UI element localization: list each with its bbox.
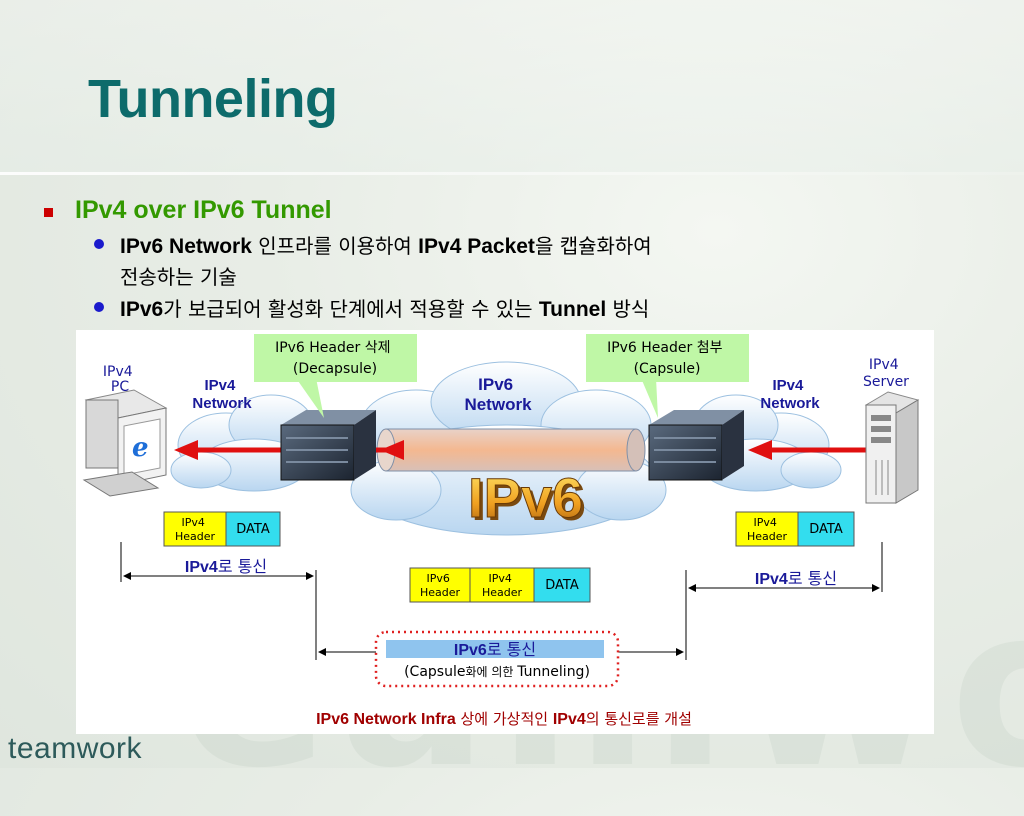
left-comm-label: IPv4로 통신 bbox=[185, 557, 267, 576]
left-host-label: IPv4 PC bbox=[103, 364, 137, 395]
bullet-item-1-text: IPv6 Network 인프라를 이용하여 IPv4 Packet을 캡슐화하… bbox=[120, 230, 652, 259]
svg-text:IPv4 Header: IPv4 Header bbox=[175, 516, 216, 543]
left-pkt-header-line2: Header bbox=[175, 530, 216, 543]
right-host-line2: Server bbox=[863, 374, 909, 390]
right-ipv4-packet: IPv4 Header DATA bbox=[735, 511, 855, 547]
svg-text:IPv4 Header: IPv4 Header bbox=[747, 516, 788, 543]
center-comm-bold: IPv6 bbox=[454, 642, 487, 659]
caption-bold-b: IPv4 bbox=[553, 711, 586, 728]
left-pkt-data: DATA bbox=[236, 522, 270, 537]
capsule-callout: IPv6 Header 첨부 (Capsule) bbox=[586, 334, 749, 418]
left-pkt-header-line1: IPv4 bbox=[182, 516, 205, 529]
title-band bbox=[0, 0, 1024, 172]
svg-text:IPv6 Header 첨부 (Capsule): IPv6 Header 첨부 (Capsule) bbox=[607, 340, 727, 377]
center-comm-sub-a: (Capsule bbox=[404, 664, 465, 680]
right-router bbox=[648, 410, 744, 481]
left-net-line2: Network bbox=[192, 395, 252, 412]
bullet-item-2-bold-b: Tunnel bbox=[538, 298, 607, 321]
center-pkt-ipv4-line1: IPv4 bbox=[489, 572, 512, 585]
right-pkt-header-line1: IPv4 bbox=[754, 516, 777, 529]
teamwork-logo: teamwork bbox=[8, 732, 143, 765]
right-comm-label: IPv4로 통신 bbox=[755, 569, 837, 588]
center-pkt-ipv6-line2: Header bbox=[420, 586, 461, 599]
slide-title: Tunneling bbox=[88, 69, 338, 129]
center-ipv6-packet: IPv6 Header IPv4 Header DATA bbox=[409, 567, 591, 603]
right-host-line1: IPv4 bbox=[869, 357, 899, 373]
center-comm-label: IPv6로 통신 bbox=[454, 640, 536, 659]
center-comm-sub-b: 화에 의한 bbox=[465, 665, 517, 679]
round-bullet-icon bbox=[94, 302, 104, 312]
decapsule-line1: IPv6 Header 삭제 bbox=[275, 340, 390, 356]
left-net-label: IPv4 Network bbox=[192, 377, 252, 412]
pc-icon: e bbox=[82, 389, 168, 497]
left-comm-text: 로 통신 bbox=[218, 557, 267, 576]
bullet-item-1-text-c: 전송하는 기술 bbox=[120, 265, 237, 289]
decapsule-callout: IPv6 Header 삭제 (Decapsule) bbox=[254, 334, 417, 418]
svg-text:IPv4 Header: IPv4 Header bbox=[482, 572, 523, 599]
caption-bold-a: IPv6 Network Infra bbox=[316, 711, 456, 728]
right-pkt-header-line2: Header bbox=[747, 530, 788, 543]
right-net-label: IPv4 Network bbox=[760, 377, 820, 412]
center-pkt-ipv4-line2: Header bbox=[482, 586, 523, 599]
ipv6-logo-shadow: IPv6 bbox=[471, 469, 586, 532]
center-pkt-ipv6-line1: IPv6 bbox=[427, 572, 450, 585]
round-bullet-icon bbox=[94, 239, 104, 249]
center-net-line1: IPv6 bbox=[478, 375, 513, 394]
bullet-item-1-bold-a: IPv6 Network bbox=[120, 235, 252, 258]
right-net-line1: IPv4 bbox=[772, 377, 804, 394]
left-host-line2: PC bbox=[111, 379, 129, 395]
bullet-item-2-text-a: 가 보급되어 활성화 단계에서 적용할 수 있는 bbox=[163, 297, 539, 321]
left-host-line1: IPv4 bbox=[103, 364, 133, 380]
caption-text-b: 의 통신로를 개설 bbox=[586, 710, 692, 728]
caption-text-a: 상에 가상적인 bbox=[456, 710, 553, 728]
title-divider bbox=[0, 172, 1024, 175]
capsule-line1: IPv6 Header 첨부 bbox=[607, 340, 723, 356]
bullet-item-2-bold-a: IPv6 bbox=[120, 298, 164, 321]
right-host-label: IPv4 Server bbox=[863, 357, 909, 390]
bullet-item-1-bold-b: IPv4 Packet bbox=[418, 235, 535, 258]
svg-text:e: e bbox=[132, 433, 149, 463]
bullet-item-2-text: IPv6가 보급되어 활성화 단계에서 적용할 수 있는 Tunnel 방식 bbox=[120, 293, 649, 322]
bullet-level1-text: IPv4 over IPv6 Tunnel bbox=[75, 196, 332, 224]
diagram-caption: IPv6 Network Infra 상에 가상적인 IPv4의 통신로를 개설 bbox=[316, 710, 692, 728]
ipv6-comm-box: IPv6로 통신 (Capsule화에 의한 Tunneling) bbox=[374, 630, 620, 688]
right-net-line2: Network bbox=[760, 395, 820, 412]
svg-text:IPv6 Header: IPv6 Header bbox=[420, 572, 461, 599]
center-comm-sub: (Capsule화에 의한 Tunneling) bbox=[404, 664, 590, 680]
center-net-label: IPv6 Network bbox=[464, 375, 532, 414]
bullet-item-2: IPv6가 보급되어 활성화 단계에서 적용할 수 있는 Tunnel 방식 bbox=[94, 293, 649, 322]
square-bullet-icon bbox=[44, 208, 53, 217]
tunneling-diagram: IPv6 IPv6 e bbox=[76, 330, 934, 734]
right-comm-text: 로 통신 bbox=[788, 569, 837, 588]
bullet-item-1-text-b: 을 캡슐화하여 bbox=[534, 234, 652, 258]
center-comm-sub-c: Tunneling) bbox=[516, 664, 590, 680]
center-comm-text: 로 통신 bbox=[487, 640, 536, 659]
svg-text:IPv6 Header 삭제 (Decapsul: IPv6 Header 삭제 (Decapsule) bbox=[275, 340, 395, 377]
capsule-line2: (Capsule) bbox=[634, 361, 701, 377]
bullet-item-1: IPv6 Network 인프라를 이용하여 IPv4 Packet을 캡슐화하… bbox=[94, 230, 652, 259]
right-pkt-data: DATA bbox=[809, 522, 843, 537]
center-pkt-data: DATA bbox=[545, 578, 579, 593]
bullet-item-1-text-a: 인프라를 이용하여 bbox=[251, 234, 419, 258]
left-comm-bold: IPv4 bbox=[185, 559, 218, 576]
left-ipv4-packet: IPv4 Header DATA bbox=[163, 511, 281, 547]
bullet-item-2-text-b: 방식 bbox=[606, 297, 650, 321]
center-net-line2: Network bbox=[464, 395, 532, 414]
tunnel-tube bbox=[376, 428, 646, 472]
right-comm-bold: IPv4 bbox=[755, 571, 788, 588]
left-net-line1: IPv4 bbox=[204, 377, 236, 394]
tunneling-diagram-svg: IPv6 IPv6 e bbox=[82, 334, 920, 728]
left-router bbox=[280, 410, 376, 481]
bullet-level1: IPv4 over IPv6 Tunnel bbox=[44, 196, 332, 225]
server-icon bbox=[864, 391, 920, 504]
ipv6-logo: IPv6 bbox=[468, 466, 583, 529]
bullet-item-1-continuation: 전송하는 기술 bbox=[120, 261, 237, 290]
decapsule-line2: (Decapsule) bbox=[293, 361, 377, 377]
